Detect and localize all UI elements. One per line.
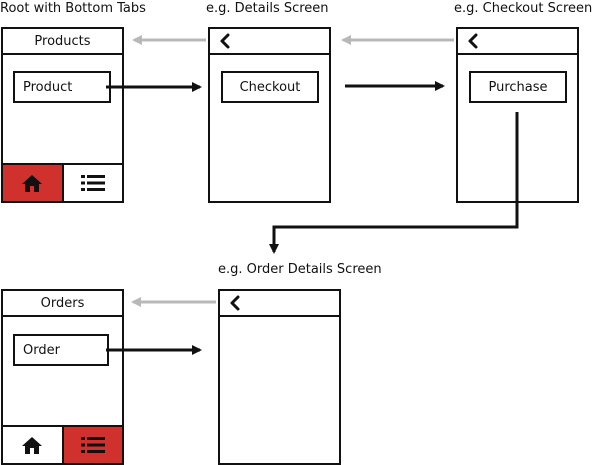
- orders-title: Orders: [40, 295, 85, 311]
- tab-list[interactable]: [61, 427, 122, 463]
- products-tabbar: [3, 163, 122, 201]
- list-icon: [80, 175, 105, 191]
- orders-titlebar: Orders: [3, 291, 122, 317]
- order-details-screen: [218, 289, 341, 465]
- tab-home[interactable]: [3, 165, 62, 201]
- chevron-left-icon[interactable]: [466, 32, 480, 50]
- products-screen: Products Product: [1, 27, 124, 203]
- orders-screen: Orders Order: [1, 289, 124, 465]
- order-item-button[interactable]: Order: [13, 334, 109, 366]
- caption-details-screen: e.g. Details Screen: [206, 1, 329, 16]
- products-title: Products: [34, 33, 91, 49]
- checkout-titlebar: [458, 29, 577, 55]
- list-icon: [80, 437, 105, 453]
- orders-tabbar: [3, 425, 122, 463]
- checkout-screen: Purchase: [456, 27, 579, 203]
- checkout-button[interactable]: Checkout: [221, 71, 319, 103]
- chevron-left-icon[interactable]: [228, 294, 242, 312]
- product-item-button[interactable]: Product: [13, 71, 111, 103]
- home-icon: [22, 175, 43, 192]
- order-details-titlebar: [220, 291, 339, 317]
- chevron-left-icon[interactable]: [218, 32, 232, 50]
- details-titlebar: [210, 29, 329, 55]
- tab-list[interactable]: [61, 165, 123, 201]
- products-titlebar: Products: [3, 29, 122, 55]
- home-icon: [22, 437, 43, 454]
- purchase-button[interactable]: Purchase: [469, 71, 567, 103]
- details-screen: Checkout: [208, 27, 331, 203]
- caption-checkout-screen: e.g. Checkout Screen: [454, 1, 593, 16]
- tab-home[interactable]: [3, 427, 62, 463]
- caption-root-with-bottom-tabs: Root with Bottom Tabs: [0, 1, 146, 16]
- caption-order-details-screen: e.g. Order Details Screen: [218, 262, 382, 277]
